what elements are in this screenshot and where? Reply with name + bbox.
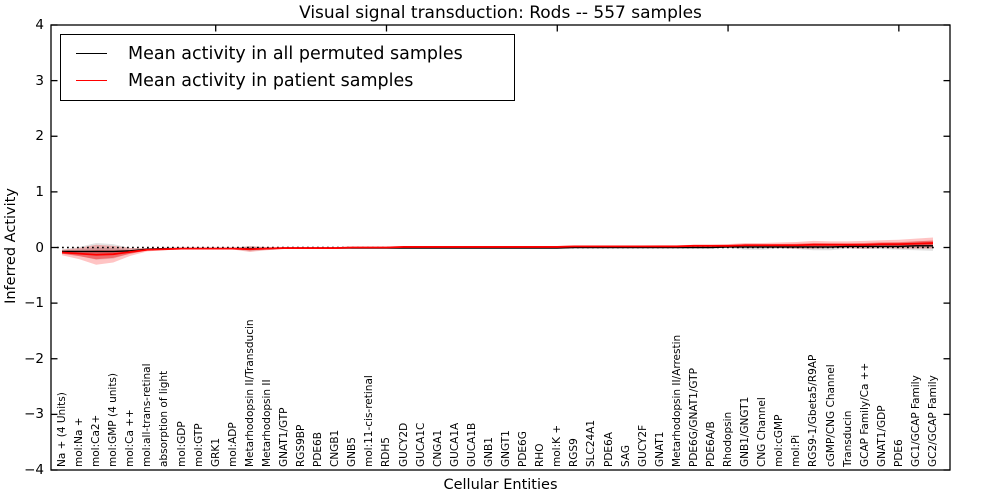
x-tick-label: PDE6G/GNAT1/GTP [687, 368, 700, 467]
x-tick-label: GC2/GCAP Family [927, 375, 939, 467]
legend-black-line-icon [76, 53, 107, 54]
x-tick-label: mol:GDP [175, 421, 188, 467]
legend-entry-patient: Mean activity in patient samples [61, 67, 514, 94]
x-tick-label: mol:Pi [790, 434, 803, 467]
x-tick-label: RGS9-1/Gbeta5/R9AP [807, 354, 820, 467]
x-axis-label: Cellular Entities [443, 477, 558, 493]
legend-label-patient: Mean activity in patient samples [128, 70, 414, 91]
x-tick-label: RGS9 [568, 438, 581, 467]
x-tick-label: absorption of light [158, 370, 171, 467]
x-tick-label: CNG Channel [756, 397, 769, 467]
x-tick-label: GNB1 [482, 437, 495, 467]
x-tick-label: Na + (4 Units) [56, 392, 68, 467]
x-tick-label: GNAT1/GDP [875, 405, 888, 467]
x-tick-label: GRK1 [209, 438, 222, 467]
x-tick-label: cGMP/CNG Channel [824, 364, 837, 467]
y-tick-label: −4 [24, 462, 44, 478]
x-tick-label: SAG [619, 445, 632, 467]
x-tick-label: RDH5 [380, 437, 393, 467]
x-tick-label: PDE6A [602, 432, 615, 467]
x-tick-label: RHO [534, 443, 547, 467]
x-tick-label: mol:GTP [192, 423, 205, 467]
x-tick-label: Metarhodopsin II/Arrestin [670, 334, 683, 467]
legend: Mean activity in all permuted samples Me… [60, 34, 515, 101]
chart-title: Visual signal transduction: Rods -- 557 … [299, 3, 702, 23]
y-tick-label: −3 [24, 406, 44, 423]
x-tick-label: Transducin [841, 410, 854, 467]
x-tick-label: RGS9BP [295, 424, 308, 467]
x-tick-label: mol:ADP [226, 422, 239, 467]
x-tick-label: SLC24A1 [585, 419, 598, 467]
x-tick-label: GNB5 [346, 437, 359, 467]
x-tick-label: mol:cGMP [773, 414, 786, 467]
x-tick-label: PDE6B [312, 432, 325, 467]
y-tick-label: 3 [35, 72, 44, 89]
x-tick-label: GUCA1A [448, 422, 461, 467]
y-tick-label: 4 [35, 17, 44, 33]
x-tick-label: Rhodopsin [722, 411, 735, 467]
x-tick-label: PDE6 [892, 439, 905, 467]
y-tick-label: 2 [35, 128, 44, 145]
y-tick-label: 1 [35, 183, 44, 200]
x-tick-label: GUCY2F [636, 424, 649, 467]
y-tick-label: −2 [24, 350, 44, 367]
x-tick-label: GCAP Family/Ca ++ [858, 362, 871, 467]
x-tick-label: PDE6G [517, 431, 530, 467]
y-tick-label: −1 [24, 295, 44, 312]
x-tick-label: mol:Ca ++ [124, 409, 137, 467]
x-tick-label: Metarhodopsin II [260, 379, 273, 467]
x-tick-label: mol:K + [551, 424, 564, 467]
x-tick-label: mol:Ca2+ [90, 414, 103, 467]
x-tick-label: GNB1/GNGT1 [739, 396, 752, 467]
x-tick-label: GUCA1C [414, 422, 427, 467]
x-tick-label: GNAT1/GTP [278, 407, 291, 468]
x-tick-label: GUCA1B [465, 422, 478, 467]
x-tick-label: mol:GMP (4 units) [107, 373, 120, 467]
x-tick-label: PDE6A/B [704, 421, 717, 467]
x-tick-label: GUCY2D [397, 422, 410, 467]
x-tick-label: mol:all-trans-retinal [141, 363, 154, 467]
x-tick-label: mol:Na + [73, 417, 86, 467]
x-tick-label: CNGB1 [329, 429, 342, 467]
legend-red-line-icon [76, 80, 107, 81]
x-tick-label: CNGA1 [431, 429, 444, 467]
legend-entry-permuted: Mean activity in all permuted samples [61, 40, 514, 67]
y-tick-label: 0 [35, 239, 44, 256]
x-tick-label: Metarhodopsin II/Transducin [243, 319, 256, 467]
x-tick-label: mol:11-cis-retinal [363, 375, 376, 467]
x-tick-label: GNGT1 [500, 430, 513, 467]
x-tick-label: GC1/GCAP Family [909, 375, 922, 467]
x-tick-label: GNAT1 [653, 431, 666, 467]
legend-label-permuted: Mean activity in all permuted samples [128, 43, 463, 64]
